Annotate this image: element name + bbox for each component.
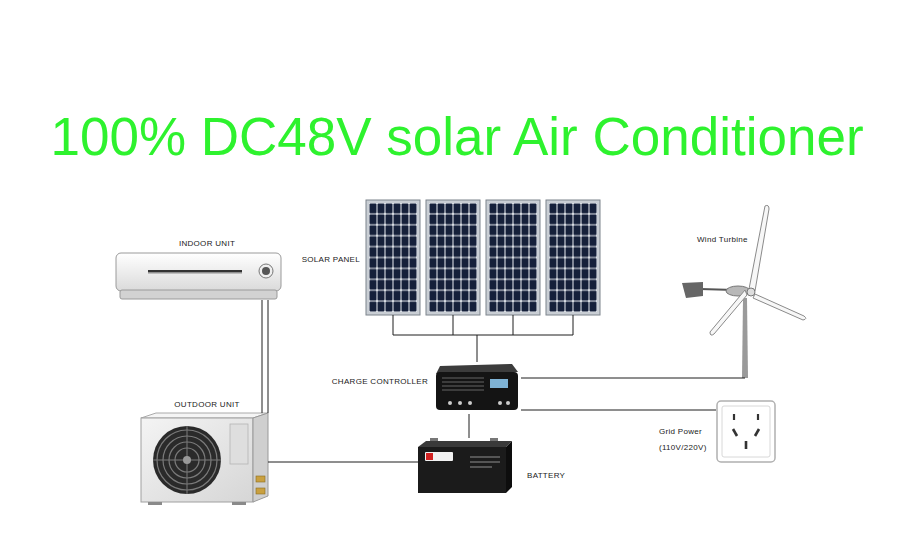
drawing-part [426,453,433,460]
drawing-part [148,502,162,505]
drawing-part [486,200,540,315]
drawing-part [442,377,484,379]
drawing-part [682,282,703,298]
drawing-part [498,401,502,405]
drawing-part [120,290,277,299]
drawing-part [426,200,480,315]
drawing-part [470,466,492,468]
drawing-part [490,379,508,388]
drawing-part [429,203,477,312]
drawing-part [436,372,518,410]
drawing-part [757,414,759,420]
outdoor-unit-drawing [141,413,268,505]
indoor-unit: INDOOR UNIT [115,252,282,300]
component-label: Wind Turbine [697,235,748,245]
drawing-part [425,452,453,461]
drawing-part [230,424,248,464]
component-label: OUTDOOR UNIT [174,400,239,410]
drawing-part [470,456,500,458]
drawing-part [546,200,600,315]
page-title: 100% DC48V solar Air Conditioner [50,110,863,163]
drawing-part [753,294,806,320]
drawing-part [489,203,537,312]
drawing-part [710,290,747,335]
drawing-part [448,401,452,405]
drawing-part [256,476,265,482]
drawing-part [366,200,420,315]
drawing-part [148,270,242,273]
component-label: Grid Power (110V/220V) [659,424,717,456]
wind-turbine: Wind Turbine [680,198,808,378]
drawing-part [546,200,600,315]
drawing-part [747,288,755,296]
component-label: SOLAR PANEL [302,255,360,265]
drawing-part [458,401,462,405]
component-label: INDOOR UNIT [179,239,235,249]
drawing-part [486,200,540,315]
drawing-part [755,429,759,436]
drawing-part [256,488,265,494]
drawing-part [418,441,512,447]
drawing-part [470,461,500,463]
drawing-part [442,385,484,387]
component-label: BATTERY [527,471,565,481]
drawing-part [253,413,268,502]
wind-turbine-drawing [682,205,806,378]
drawing-part [722,406,770,457]
drawing-part [418,447,506,493]
drawing-part [153,426,221,494]
drawing-part [259,264,273,278]
battery: BATTERY [418,438,514,494]
drawing-part [442,381,484,383]
drawing-part [232,502,246,505]
charge-controller: CHARGE CONTROLLER [433,362,521,414]
drawing-part [717,401,775,462]
drawing-part [369,203,417,312]
solar-panels-drawing [366,200,600,315]
drawing-part [749,205,769,291]
drawing-part [426,200,480,315]
wire [521,410,716,411]
drawing-part [733,414,735,420]
battery-drawing [418,438,512,493]
solar-panel-array: SOLAR PANEL [366,200,600,315]
component-label: CHARGE CONTROLLER [332,377,428,387]
outdoor-unit: OUTDOOR UNIT [138,413,268,505]
drawing-part [468,401,472,405]
drawing-part [183,456,191,464]
wire [469,414,470,438]
drawing-part [742,298,748,378]
wire [393,315,573,362]
wire [268,462,418,463]
indoor-unit-drawing [116,253,281,299]
drawing-part [366,200,420,315]
charge-controller-drawing [436,364,518,410]
drawing-part [442,389,484,391]
drawing-part [745,441,748,449]
drawing-part [262,267,270,275]
grid-power-socket: Grid Power (110V/220V) [716,400,776,464]
wire [262,300,268,413]
drawing-part [141,413,268,418]
drawing-part [506,441,512,493]
drawing-part [549,203,597,312]
drawing-part [141,418,253,502]
drawing-part [506,401,510,405]
drawing-part [116,253,281,291]
wall-socket-drawing [717,401,775,462]
drawing-part [148,273,242,274]
drawing-part [733,429,737,436]
wire [521,378,745,379]
